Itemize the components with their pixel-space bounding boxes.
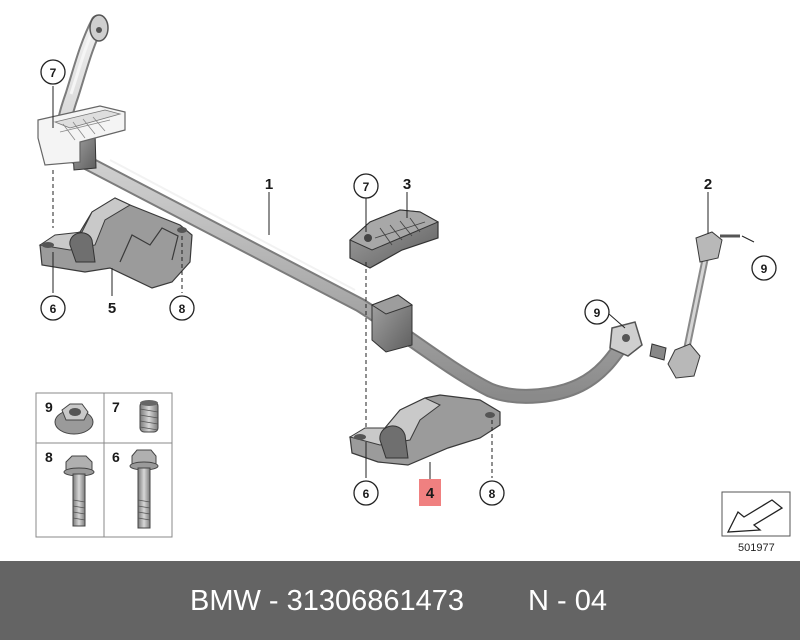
svg-text:6: 6: [112, 449, 120, 465]
label-4-highlighted: 4: [419, 479, 441, 506]
svg-text:7: 7: [50, 66, 57, 80]
label-1: 1: [265, 176, 273, 193]
catalog-number: 501977: [738, 542, 775, 554]
svg-text:8: 8: [45, 449, 53, 465]
leader-lines: [52, 86, 755, 480]
svg-text:8: 8: [179, 302, 186, 316]
bolt-6-icon: [129, 449, 159, 529]
callout-8-left: 8: [169, 295, 195, 321]
callout-6-bottom: 6: [353, 480, 379, 506]
footer-page-code: N - 04: [528, 585, 607, 617]
bar-rubber-mount-center: [370, 294, 414, 353]
clamp-cover-top: [37, 105, 126, 166]
svg-text:8: 8: [489, 487, 496, 501]
svg-text:9: 9: [45, 399, 53, 415]
svg-text:6: 6: [50, 302, 57, 316]
stabilizer-bar: [56, 14, 643, 404]
label-5: 5: [108, 300, 116, 317]
coupling-link-2: [649, 231, 740, 379]
callout-9-right: 9: [751, 255, 777, 281]
label-3: 3: [403, 176, 411, 193]
direction-arrow-icon: [721, 491, 791, 537]
bolt-8-icon: [63, 455, 95, 527]
svg-text:7: 7: [112, 399, 120, 415]
svg-text:6: 6: [363, 487, 370, 501]
footer-part-number: BMW - 31306861473: [190, 585, 465, 617]
callout-9-mid: 9: [584, 299, 610, 325]
mount-bracket-4: [348, 394, 501, 466]
hardware-box: 9 7 8 6: [35, 392, 173, 538]
svg-text:9: 9: [594, 306, 601, 320]
svg-text:4: 4: [426, 485, 435, 502]
label-2: 2: [704, 176, 712, 193]
clamp-3: [349, 209, 440, 269]
footer-bar: BMW - 31306861473 N - 04: [0, 561, 800, 640]
svg-text:9: 9: [761, 262, 768, 276]
callout-6-left: 6: [40, 295, 66, 321]
parts-diagram: 7 7 9 9 6 8 6 8 1 2 3 5 4 9 7 8: [35, 14, 791, 554]
svg-text:7: 7: [363, 180, 370, 194]
callout-7-top: 7: [40, 59, 66, 85]
threaded-insert-icon: [139, 400, 159, 433]
callout-7-mid: 7: [353, 173, 379, 199]
callout-8-bottom: 8: [479, 480, 505, 506]
mount-bracket-5: [38, 197, 193, 289]
flange-nut-icon: [54, 403, 94, 435]
